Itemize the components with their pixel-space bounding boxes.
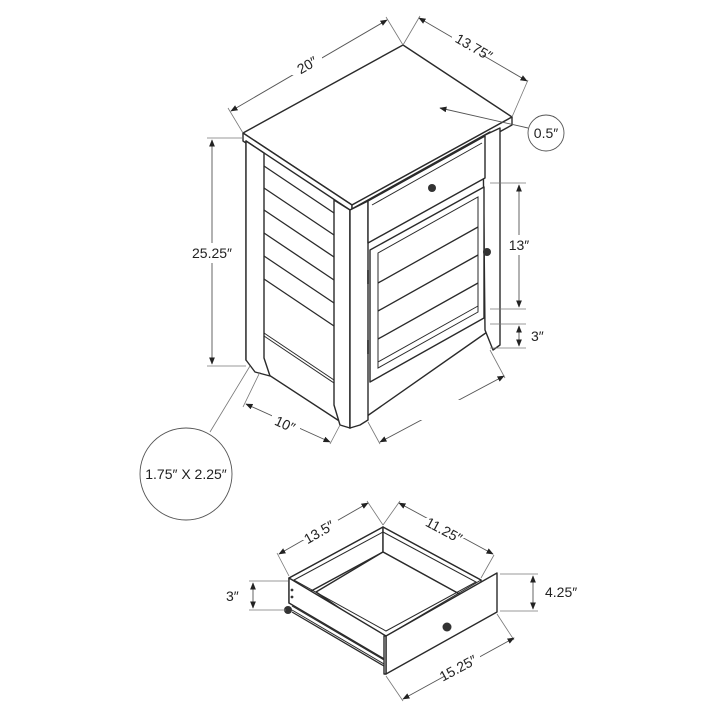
dim-door-height: 13″ [490,182,535,310]
dim-width: 20″ [227,16,404,134]
drawer-front-knob-icon [442,622,452,632]
dim-drawer-front-height: 4.25″ [500,573,577,612]
dim-drawer-inner-height: 3″ [226,580,288,611]
dim-leg-size: 1.75″ X 2.25″ [139,365,251,521]
door-slats [377,226,479,363]
label-side-width: 10″ [272,412,297,435]
slide-wheel-icon [284,606,292,614]
drawer-knob-icon [428,184,436,192]
cabinet-drawing [242,44,513,429]
label-drawer-inner-height: 3″ [226,588,239,604]
label-leg-size: 1.75″ X 2.25″ [145,466,227,482]
label-top-thickness: 0.5″ [534,125,558,141]
dim-side-width: 10″ [242,371,341,445]
cabinet-door [369,186,485,383]
dim-top-thickness: 0.5″ [439,106,565,152]
dim-height: 25.25″ [190,137,246,367]
cabinet-drawer-front [367,135,486,244]
label-drawer-front-height: 4.25″ [545,584,577,600]
label-door-height: 13″ [509,237,530,253]
dim-front-width [367,349,506,445]
dim-leg-height: 3″ [490,323,544,349]
label-leg-height: 3″ [531,328,544,344]
side-slats [263,165,335,384]
drawer-drawing [284,526,498,675]
label-height: 25.25″ [192,245,232,261]
door-knob-icon [483,248,491,256]
